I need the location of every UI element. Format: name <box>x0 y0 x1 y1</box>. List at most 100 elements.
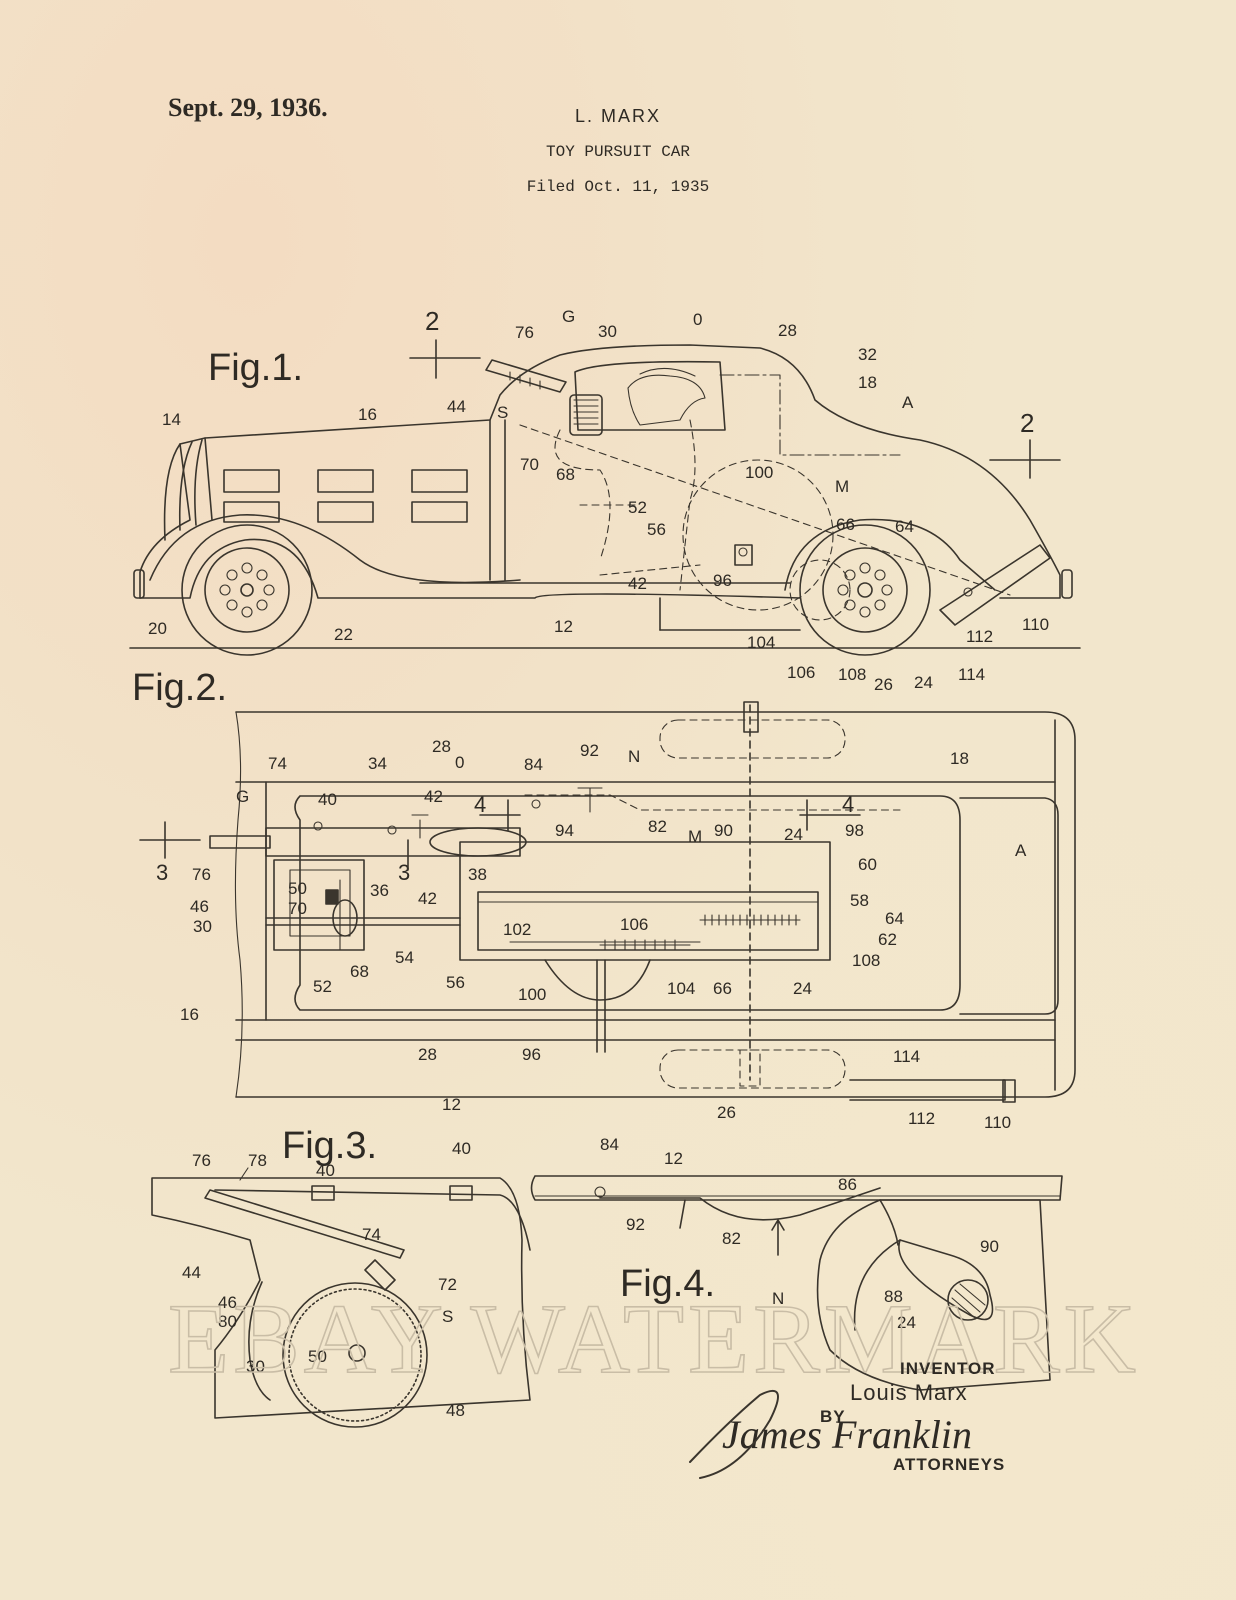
svg-text:4: 4 <box>474 792 486 817</box>
svg-text:60: 60 <box>858 855 877 874</box>
svg-text:20: 20 <box>148 619 167 638</box>
svg-text:16: 16 <box>180 1005 199 1024</box>
svg-text:38: 38 <box>468 865 487 884</box>
svg-text:44: 44 <box>182 1263 201 1282</box>
svg-text:86: 86 <box>838 1175 857 1194</box>
section-label: 2 <box>1020 408 1034 438</box>
svg-text:106: 106 <box>787 663 815 682</box>
svg-text:56: 56 <box>446 973 465 992</box>
figure-2: Fig.2. <box>132 667 1076 1132</box>
svg-text:96: 96 <box>713 571 732 590</box>
svg-text:0: 0 <box>693 310 702 329</box>
svg-text:4: 4 <box>842 792 854 817</box>
svg-text:52: 52 <box>313 977 332 996</box>
front-wheel <box>181 524 313 656</box>
attorneys-caption: ATTORNEYS <box>893 1455 1005 1474</box>
svg-text:82: 82 <box>722 1229 741 1248</box>
svg-text:34: 34 <box>368 754 387 773</box>
svg-text:S: S <box>442 1307 453 1326</box>
svg-text:3: 3 <box>398 860 410 885</box>
svg-text:22: 22 <box>334 625 353 644</box>
wheel-section <box>816 1199 1051 1391</box>
svg-text:36: 36 <box>370 881 389 900</box>
svg-text:76: 76 <box>515 323 534 342</box>
svg-text:12: 12 <box>554 617 573 636</box>
svg-text:G: G <box>562 307 575 326</box>
svg-text:104: 104 <box>667 979 695 998</box>
svg-text:100: 100 <box>518 985 546 1004</box>
figure-2-label: Fig.2. <box>132 667 227 709</box>
svg-text:70: 70 <box>288 899 307 918</box>
svg-text:92: 92 <box>626 1215 645 1234</box>
svg-text:98: 98 <box>845 821 864 840</box>
svg-text:108: 108 <box>838 665 866 684</box>
inventor-name: Louis Marx <box>850 1380 968 1405</box>
svg-text:64: 64 <box>895 517 914 536</box>
svg-text:92: 92 <box>580 741 599 760</box>
signature-block: INVENTOR Louis Marx BY ATTORNEYS James F… <box>689 1359 1005 1479</box>
inventor-heading: L. MARX <box>574 106 662 126</box>
svg-text:30: 30 <box>193 917 212 936</box>
svg-text:70: 70 <box>520 455 539 474</box>
rear-wheel <box>799 524 931 656</box>
gun-muzzle <box>209 835 271 849</box>
svg-text:12: 12 <box>664 1149 683 1168</box>
figure-3-reference-numerals: 76 78 40 40 74 72 S 44 46 80 30 50 48 <box>182 1139 471 1420</box>
svg-text:3: 3 <box>156 860 168 885</box>
svg-text:66: 66 <box>836 515 855 534</box>
figure-4-reference-numerals: 84 12 86 92 82 90 N 88 24 <box>600 1135 999 1332</box>
svg-text:26: 26 <box>717 1103 736 1122</box>
svg-text:28: 28 <box>778 321 797 340</box>
svg-text:110: 110 <box>984 1113 1011 1132</box>
filed-date: Filed Oct. 11, 1935 <box>526 178 710 196</box>
section-label: 2 <box>425 306 439 336</box>
svg-text:14: 14 <box>162 410 181 429</box>
svg-text:50: 50 <box>288 879 307 898</box>
figure-2-reference-numerals: 74 34 28 0 84 92 N 18 G 40 42 82 90 24 9… <box>180 737 1027 1132</box>
svg-text:24: 24 <box>914 673 933 692</box>
svg-text:M: M <box>835 477 849 496</box>
svg-text:78: 78 <box>248 1151 267 1170</box>
svg-text:16: 16 <box>358 405 377 424</box>
svg-text:A: A <box>902 393 914 412</box>
svg-text:30: 30 <box>246 1357 265 1376</box>
tail-skid <box>939 544 1051 626</box>
svg-text:66: 66 <box>713 979 732 998</box>
svg-text:A: A <box>1015 841 1027 860</box>
svg-text:88: 88 <box>884 1287 903 1306</box>
svg-text:42: 42 <box>424 787 443 806</box>
svg-text:102: 102 <box>503 920 531 939</box>
figure-1: Fig.1. 2 2 <box>129 306 1081 694</box>
svg-text:114: 114 <box>893 1047 920 1066</box>
inventor-caption: INVENTOR <box>900 1359 996 1378</box>
svg-text:46: 46 <box>190 897 209 916</box>
svg-text:56: 56 <box>647 520 666 539</box>
svg-text:62: 62 <box>878 930 897 949</box>
svg-text:28: 28 <box>418 1045 437 1064</box>
svg-text:30: 30 <box>598 322 617 341</box>
figure-4: Fig.4. 84 12 86 92 82 90 N 88 24 <box>530 1135 1063 1391</box>
svg-text:52: 52 <box>628 498 647 517</box>
svg-text:84: 84 <box>600 1135 619 1154</box>
svg-text:58: 58 <box>850 891 869 910</box>
svg-text:50: 50 <box>308 1347 327 1366</box>
svg-text:N: N <box>772 1289 784 1308</box>
svg-text:44: 44 <box>447 397 466 416</box>
figure-3: Fig.3. 76 78 40 40 74 72 S 44 46 80 30 5… <box>151 1125 531 1428</box>
svg-text:72: 72 <box>438 1275 457 1294</box>
spark-wheel <box>282 1282 428 1428</box>
svg-text:76: 76 <box>192 1151 211 1170</box>
gun-barrel <box>485 359 567 393</box>
svg-text:76: 76 <box>192 865 211 884</box>
svg-text:90: 90 <box>714 821 733 840</box>
svg-text:106: 106 <box>620 915 648 934</box>
svg-text:40: 40 <box>316 1161 335 1180</box>
gear-teeth <box>699 914 801 926</box>
svg-text:G: G <box>236 787 249 806</box>
svg-text:48: 48 <box>446 1401 465 1420</box>
svg-text:18: 18 <box>950 749 969 768</box>
car-window <box>574 360 726 431</box>
svg-text:S: S <box>497 403 508 422</box>
svg-text:82: 82 <box>648 817 667 836</box>
